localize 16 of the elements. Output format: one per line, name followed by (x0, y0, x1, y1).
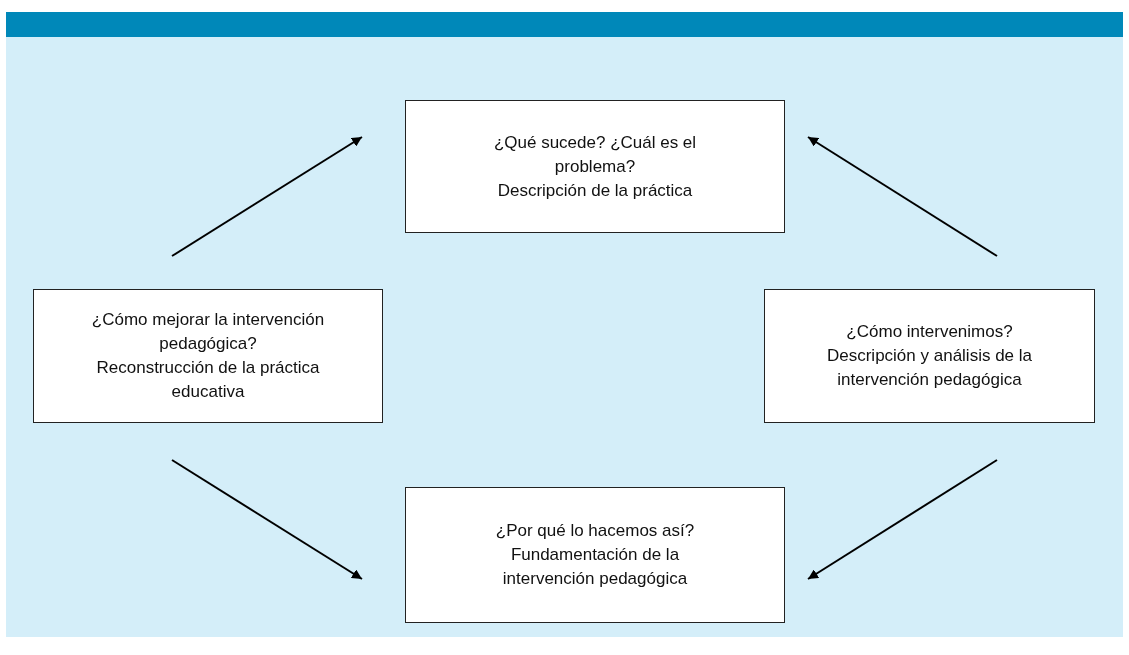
description-text: Descripción de la práctica (497, 179, 693, 202)
text-box (405, 100, 785, 233)
text-box (764, 289, 1095, 423)
description-text: Descripción y análisis de la intervención pedagógica (825, 345, 1033, 391)
arrow (807, 136, 998, 257)
description-text: Reconstrucción de la práctica educativa (95, 357, 321, 403)
arrow (807, 459, 998, 580)
question-text: ¿Qué sucede? ¿Cuál es el problema? (492, 131, 698, 178)
description-text: Fundamentación de la intervención pedagógica (501, 544, 689, 590)
arrow (171, 136, 363, 257)
question-text: ¿Cómo mejorar la intervención pedagógica? (90, 309, 326, 355)
question-text: ¿Cómo intervenimos? (846, 321, 1013, 343)
text-box (405, 487, 785, 623)
question-text: ¿Por qué lo hacemos así? (495, 520, 695, 542)
text-box (33, 289, 383, 423)
arrow (171, 459, 363, 580)
